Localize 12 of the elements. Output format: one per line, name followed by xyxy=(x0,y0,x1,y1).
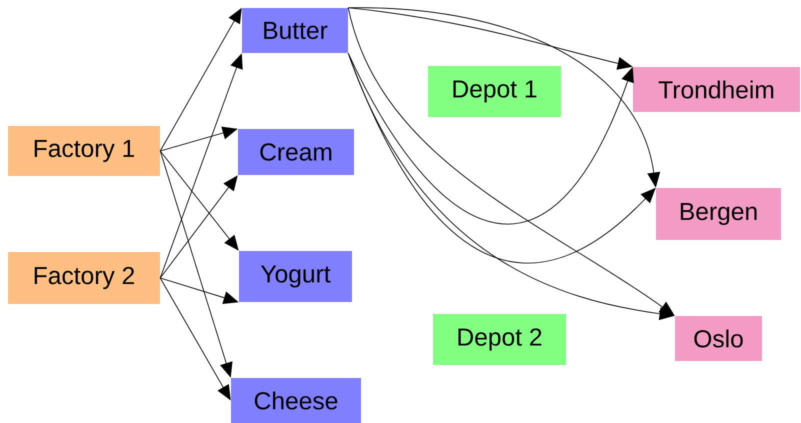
arrow xyxy=(348,52,634,224)
depot-box: Depot 2 xyxy=(433,314,566,365)
product-box: Yogurt xyxy=(239,251,352,302)
city-box: Oslo xyxy=(675,316,762,361)
city-box: Bergen xyxy=(656,188,781,240)
depot-box: Depot 1 xyxy=(428,66,561,117)
product-box: Cream xyxy=(238,129,354,175)
city-box: Trondheim xyxy=(633,67,800,112)
product-box: Cheese xyxy=(231,378,361,423)
product-box: Butter xyxy=(242,8,348,53)
source-box: Factory 2 xyxy=(8,252,160,304)
source-box: Factory 1 xyxy=(8,126,160,176)
